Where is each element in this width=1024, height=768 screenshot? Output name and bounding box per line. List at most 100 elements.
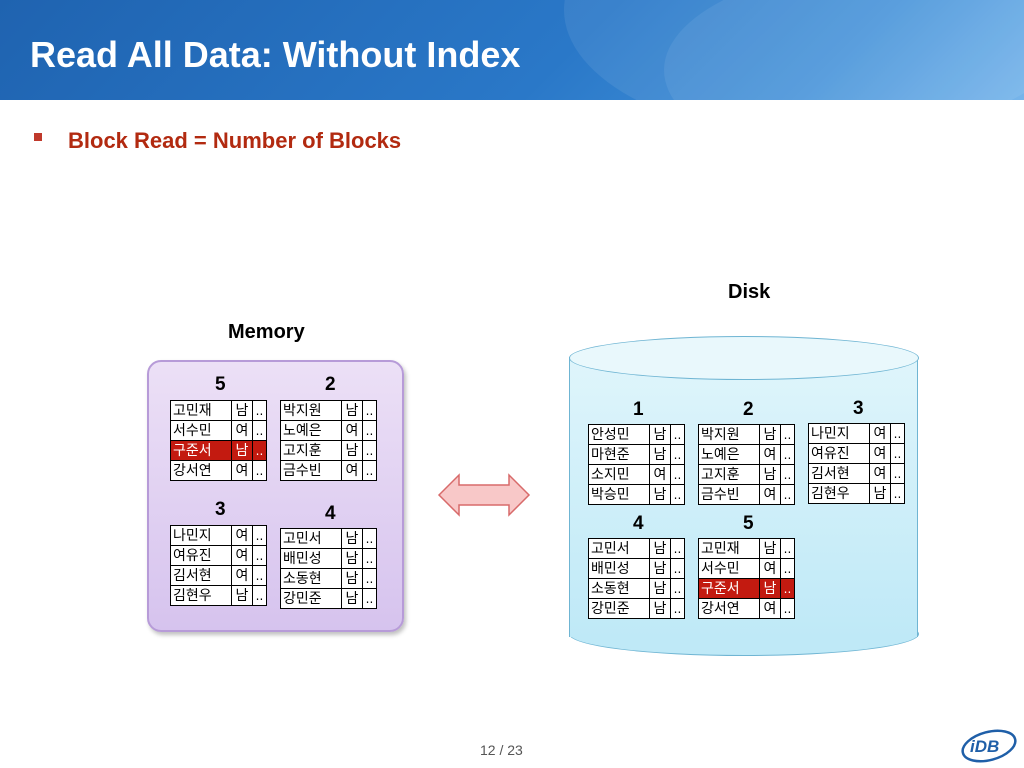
slide-title: Read All Data: Without Index	[30, 34, 521, 75]
page-number: 12 / 23	[480, 742, 523, 758]
name-cell: 강서연	[170, 460, 232, 481]
name-cell: 고민서	[588, 538, 650, 559]
name-cell: 여유진	[170, 545, 232, 566]
more-cell: ..	[670, 578, 685, 599]
name-cell: 강서연	[698, 598, 760, 619]
name-cell: 마현준	[588, 444, 650, 465]
name-cell: 구준서	[170, 440, 232, 461]
disk-block-number: 1	[633, 399, 644, 420]
more-cell: ..	[780, 464, 795, 485]
gender-cell: 여	[759, 484, 781, 505]
idb-logo-icon: iDB	[961, 729, 1017, 763]
name-cell: 김서현	[170, 565, 232, 586]
more-cell: ..	[670, 424, 685, 445]
gender-cell: 남	[869, 483, 891, 504]
more-cell: ..	[670, 484, 685, 505]
gender-cell: 남	[759, 578, 781, 599]
more-cell: ..	[252, 565, 267, 586]
gender-cell: 남	[649, 538, 671, 559]
more-cell: ..	[252, 420, 267, 441]
name-cell: 안성민	[588, 424, 650, 445]
name-cell: 고지훈	[698, 464, 760, 485]
gender-cell: 여	[341, 460, 363, 481]
name-cell: 박지원	[280, 400, 342, 421]
name-cell: 박승민	[588, 484, 650, 505]
disk-block-number: 4	[633, 513, 644, 534]
disk-cylinder-top	[569, 336, 919, 380]
name-cell: 고민재	[170, 400, 232, 421]
more-cell: ..	[780, 538, 795, 559]
more-cell: ..	[252, 545, 267, 566]
more-cell: ..	[670, 598, 685, 619]
gender-cell: 남	[341, 588, 363, 609]
name-cell: 강민준	[280, 588, 342, 609]
name-cell: 금수빈	[280, 460, 342, 481]
gender-cell: 남	[649, 444, 671, 465]
more-cell: ..	[362, 440, 377, 461]
gender-cell: 남	[649, 598, 671, 619]
header-wave-decoration	[564, 0, 1024, 100]
more-cell: ..	[252, 460, 267, 481]
name-cell: 고민재	[698, 538, 760, 559]
more-cell: ..	[670, 558, 685, 579]
gender-cell: 남	[649, 424, 671, 445]
more-cell: ..	[670, 464, 685, 485]
more-cell: ..	[890, 463, 905, 484]
gender-cell: 여	[231, 420, 253, 441]
more-cell: ..	[780, 558, 795, 579]
gender-cell: 여	[869, 423, 891, 444]
gender-cell: 여	[759, 598, 781, 619]
more-cell: ..	[362, 568, 377, 589]
more-cell: ..	[670, 538, 685, 559]
gender-cell: 남	[759, 464, 781, 485]
more-cell: ..	[890, 443, 905, 464]
gender-cell: 여	[231, 545, 253, 566]
name-cell: 나민지	[808, 423, 870, 444]
memory-block-number: 5	[215, 374, 226, 395]
name-cell: 서수민	[170, 420, 232, 441]
name-cell: 나민지	[170, 525, 232, 546]
more-cell: ..	[362, 420, 377, 441]
gender-cell: 남	[341, 440, 363, 461]
gender-cell: 여	[649, 464, 671, 485]
name-cell: 김서현	[808, 463, 870, 484]
gender-cell: 여	[231, 565, 253, 586]
more-cell: ..	[890, 483, 905, 504]
name-cell: 여유진	[808, 443, 870, 464]
gender-cell: 남	[649, 484, 671, 505]
name-cell: 소동현	[280, 568, 342, 589]
name-cell: 배민성	[588, 558, 650, 579]
memory-block-number: 4	[325, 503, 336, 524]
name-cell: 고민서	[280, 528, 342, 549]
more-cell: ..	[780, 444, 795, 465]
